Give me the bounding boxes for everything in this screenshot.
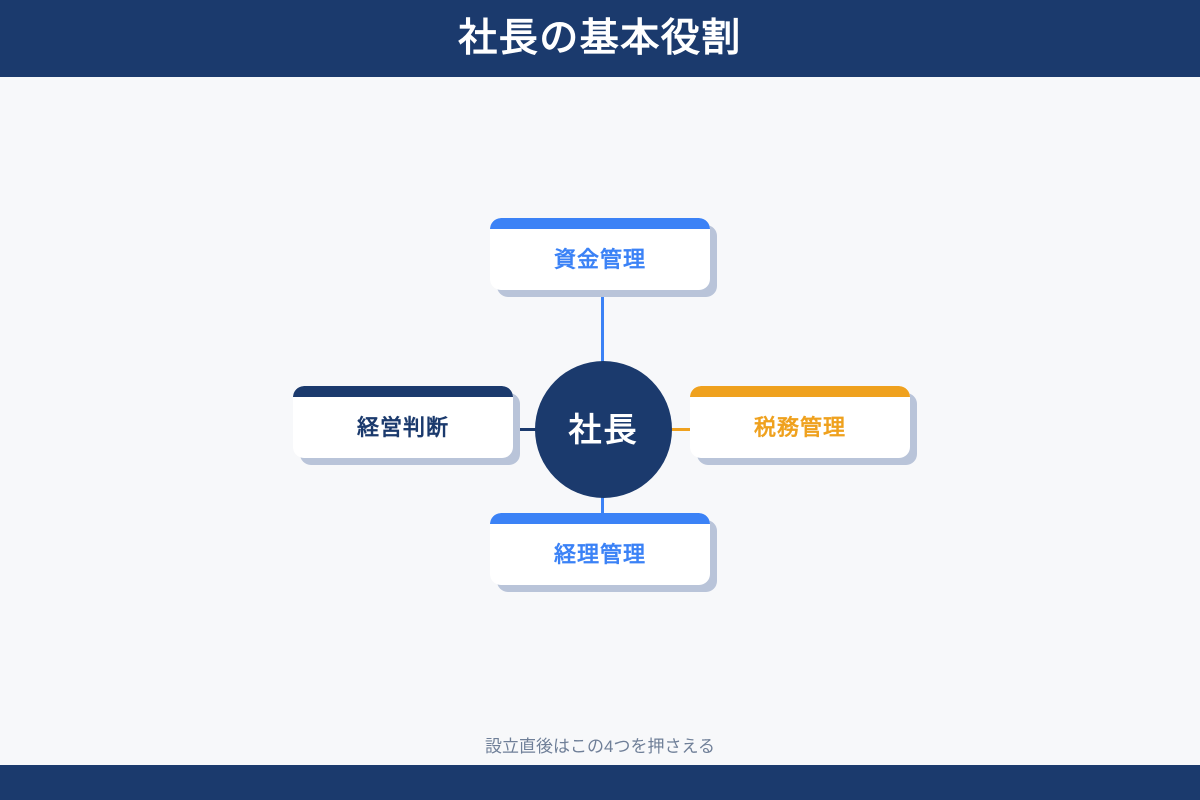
page-title: 社長の基本役割 xyxy=(458,17,742,60)
connector-line-bottom xyxy=(601,497,604,522)
header-bar: 社長の基本役割 xyxy=(0,0,1200,77)
caption-text: 設立直後はこの4つを押さえる xyxy=(485,737,715,756)
footer-bar xyxy=(0,765,1200,800)
role-card-zeimu-kanri[interactable]: 税務管理 xyxy=(690,386,910,458)
role-card-accent-bar xyxy=(490,513,710,524)
role-card-accent-bar xyxy=(690,386,910,397)
role-card-label: 資金管理 xyxy=(553,246,646,272)
connector-line-top xyxy=(601,295,604,363)
center-node-label: 社長 xyxy=(568,411,639,448)
role-card-keiri-kanri[interactable]: 経理管理 xyxy=(490,513,710,585)
role-card-label: 経営判断 xyxy=(356,414,449,440)
role-card-shikin-kanri[interactable]: 資金管理 xyxy=(490,218,710,290)
role-card-label: 経理管理 xyxy=(553,541,646,567)
role-card-accent-bar xyxy=(293,386,513,397)
role-card-accent-bar xyxy=(490,218,710,229)
connector-line-right xyxy=(668,428,698,431)
center-node-shacho[interactable]: 社長 xyxy=(535,361,672,498)
diagram-canvas: 社長 資金管理 税務管理 経理管理 経営判断 xyxy=(0,77,1200,765)
connector-line-left xyxy=(514,428,538,431)
role-card-keiei-handan[interactable]: 経営判断 xyxy=(293,386,513,458)
role-card-label: 税務管理 xyxy=(753,414,846,440)
